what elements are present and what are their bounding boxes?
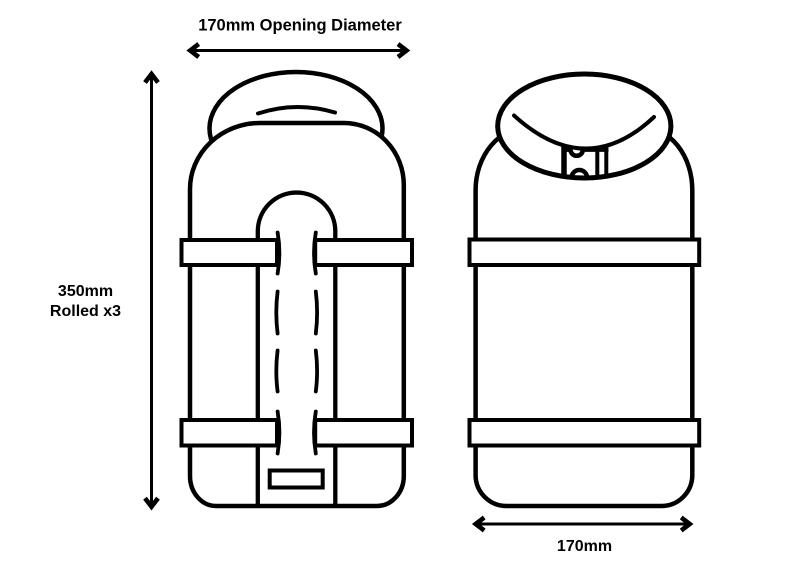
svg-text:170mm Opening Diameter: 170mm Opening Diameter xyxy=(198,17,402,35)
svg-text:170mm: 170mm xyxy=(557,538,612,555)
svg-text:Rolled x3: Rolled x3 xyxy=(50,303,121,320)
svg-text:350mm: 350mm xyxy=(58,283,113,300)
